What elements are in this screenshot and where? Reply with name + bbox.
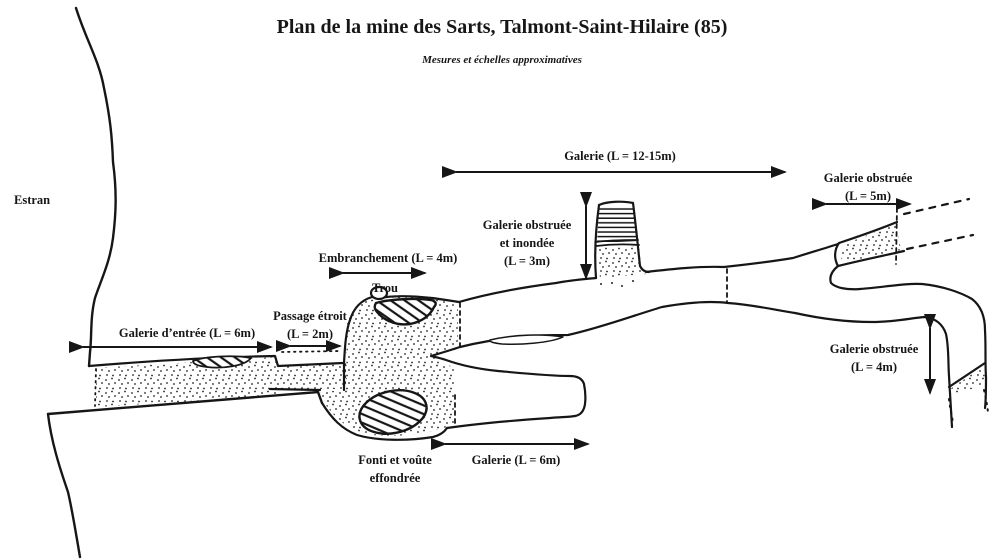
floor-ledge xyxy=(489,334,564,345)
hole-hatch xyxy=(373,297,437,326)
label-estran: Estran xyxy=(14,193,51,207)
page-title: Plan de la mine des Sarts, Talmont-Saint… xyxy=(276,16,728,38)
coastline xyxy=(46,6,324,559)
label-gallery-obstructed-4m: Galerie obstruée (L = 4m) xyxy=(829,342,919,374)
label-entrance-gallery: Galerie d’entrée (L = 6m) xyxy=(118,326,256,340)
label-gallery-6m: Galerie (L = 6m) xyxy=(471,453,561,467)
flooded-stub xyxy=(594,200,651,287)
page-subtitle: Mesures et échelles approximatives xyxy=(422,54,582,66)
measure-arrows xyxy=(69,166,936,450)
junction-chamber xyxy=(320,285,461,441)
label-gallery-obstructed-5m: Galerie obstruée (L = 5m) xyxy=(823,171,913,203)
collapse-hatch xyxy=(358,389,428,435)
label-narrow-passage: Passage étroit (L = 2m) xyxy=(273,309,347,341)
branch-5m xyxy=(834,197,975,268)
label-junction: Embranchement (L = 4m) xyxy=(318,251,458,265)
label-hole: Trou xyxy=(372,281,398,295)
stipple-fills xyxy=(96,224,985,436)
label-gallery-main: Galerie (L = 12-15m) xyxy=(564,149,676,163)
entrance-hatch-lens xyxy=(192,355,252,369)
label-collapse: Fonti et voûte effondrée xyxy=(358,453,432,485)
main-gallery xyxy=(457,242,954,429)
gallery-6m-shape xyxy=(429,345,587,430)
gallery-4m-shape xyxy=(829,264,989,424)
hole-bump xyxy=(369,285,389,301)
label-gallery-obstructed-flooded: Galerie obstruée et inondée (L = 3m) xyxy=(482,218,572,268)
